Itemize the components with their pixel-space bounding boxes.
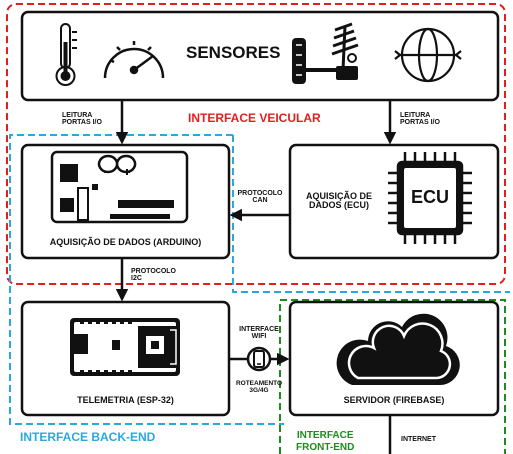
ecu-title: AQUISIÇÃO DE DADOS (ECU) (294, 191, 384, 211)
frontend-interface-line2: FRONT-END (296, 442, 355, 453)
ecu-chip-label: ECU (410, 187, 449, 207)
esp32-title: TELEMETRIA (ESP-32) (77, 395, 174, 405)
can-protocol-line1: PROTOCOLO (237, 190, 283, 197)
internet-label: INTERNET (401, 436, 436, 443)
can-protocol-label: PROTOCOLO CAN (231, 190, 289, 205)
ecu-title-line1: AQUISIÇÃO DE (305, 191, 372, 201)
vehicle-interface-label: INTERFACE VEICULAR (188, 111, 321, 125)
ecu-chip-icon (388, 152, 472, 244)
frontend-interface-label: INTERFACE FRONT-END (296, 430, 354, 454)
frontend-interface-line1: INTERFACE (296, 430, 354, 441)
wifi-interface-line2: WIFI (251, 333, 267, 341)
sensors-box (20, 10, 500, 102)
sensors-title: SENSORES (186, 43, 281, 62)
phone-icon (246, 346, 272, 372)
ecu-title-line2: DADOS (ECU) (309, 200, 369, 211)
right-read-line1: LEITURA (400, 112, 431, 119)
cloud-icon (336, 313, 460, 385)
can-protocol-line2: CAN (252, 197, 268, 205)
wifi-interface-label: INTERFACE WIFI (232, 326, 286, 341)
frontend-interface-region (279, 299, 506, 454)
left-read-line2: PORTAS I/O (62, 119, 102, 127)
routing-line2: 3G/4G (249, 386, 269, 394)
esp32-board-icon (70, 318, 180, 376)
routing-label: ROTEAMENTO 3G/4G (230, 380, 288, 395)
i2c-protocol-line1: PROTOCOLO (131, 268, 176, 275)
left-read-line1: LEITURA (62, 112, 93, 119)
thermometer-icon (55, 23, 77, 86)
server-title: SERVIDOR (FIREBASE) (343, 395, 445, 405)
gyroscope-icon (394, 27, 462, 83)
i2c-protocol-line2: I2C (131, 275, 142, 283)
arduino-title: AQUISIÇÃO DE DADOS (ARDUINO) (49, 237, 202, 247)
wifi-interface-line1: INTERFACE (239, 326, 279, 333)
routing-line1: ROTEAMENTO (235, 380, 283, 387)
right-read-line2: PORTAS I/O (400, 119, 440, 127)
backend-interface-label: INTERFACE BACK-END (20, 430, 156, 444)
speedometer-icon (103, 41, 165, 79)
i2c-protocol-label: PROTOCOLO I2C (131, 268, 176, 283)
suspension-icon (292, 22, 359, 84)
arduino-board-icon (50, 150, 189, 224)
right-read-label: LEITURA PORTAS I/O (400, 112, 440, 127)
left-read-label: LEITURA PORTAS I/O (62, 112, 102, 127)
